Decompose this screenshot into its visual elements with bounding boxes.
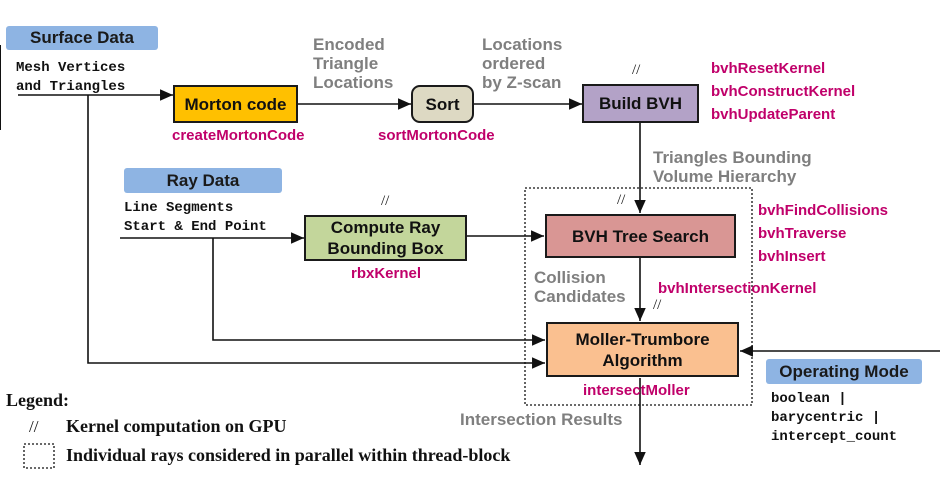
moller-line-2: Algorithm — [602, 350, 683, 370]
moller-trumbore-box: Moller-Trumbore Algorithm — [546, 322, 739, 377]
legend-gpu-text: Kernel computation on GPU — [66, 416, 287, 436]
bvh-tree-search-box: BVH Tree Search — [545, 214, 736, 258]
ray-data-line-1: Line Segments — [124, 200, 234, 216]
kernel-bvh-find-collisions: bvhFindCollisions — [758, 202, 888, 219]
sort-kernel: sortMortonCode — [378, 127, 495, 144]
edge-label-encoded: Encoded Triangle Locations — [313, 35, 393, 92]
edge-label-results: Intersection Results — [460, 410, 623, 429]
encoded-line-1: Encoded — [313, 35, 385, 54]
gpu-marker-bbox: // — [381, 193, 390, 209]
tree-search-kernels: bvhFindCollisions bvhTraverse bvhInsert — [758, 199, 888, 268]
kernel-bvh-update-parent: bvhUpdateParent — [711, 106, 836, 123]
kernel-bvh-reset: bvhResetKernel — [711, 60, 826, 77]
surface-data-tag: Surface Data — [6, 26, 158, 50]
encoded-line-2: Triangle — [313, 54, 379, 73]
build-bvh-box: Build BVH — [582, 84, 699, 123]
edge-label-hierarchy: Triangles Bounding Volume Hierarchy — [653, 148, 812, 186]
ordered-line-2: ordered — [482, 54, 546, 73]
legend-dotted-sample — [23, 443, 55, 469]
ordered-line-1: Locations — [482, 35, 563, 54]
ray-bbox-box: Compute Ray Bounding Box — [304, 215, 467, 261]
ray-data-tag: Ray Data — [124, 168, 282, 193]
kernel-bvh-traverse: bvhTraverse — [758, 225, 847, 242]
ray-bbox-kernel: rbxKernel — [351, 265, 422, 282]
kernel-bvh-insert: bvhInsert — [758, 248, 826, 265]
mode-line-2: barycentric | — [771, 410, 881, 426]
encoded-line-3: Locations — [313, 73, 394, 92]
ray-bbox-line-2: Bounding Box — [327, 239, 444, 258]
sort-box: Sort — [411, 85, 474, 123]
hierarchy-line-1: Triangles Bounding — [653, 148, 812, 167]
mode-line-3: intercept_count — [771, 429, 898, 445]
operating-mode-tag: Operating Mode — [766, 359, 922, 384]
ray-bbox-line-1: Compute Ray — [330, 218, 441, 237]
hierarchy-line-2: Volume Hierarchy — [653, 167, 797, 186]
gpu-marker-build: // — [632, 62, 641, 78]
ordered-line-3: by Z-scan — [482, 73, 562, 92]
surface-data-desc: Mesh Vertices and Triangles — [16, 59, 125, 97]
operating-mode-desc: boolean | barycentric | intercept_count — [771, 390, 897, 447]
candidates-line-2: Candidates — [534, 287, 626, 306]
edge-label-candidates: Collision Candidates — [534, 268, 626, 306]
ray-data-line-2: Start & End Point — [124, 219, 267, 235]
gpu-marker-search: // — [617, 192, 626, 208]
surface-data-line-1: Mesh Vertices — [16, 60, 126, 76]
arrow-surface-to-moller — [87, 95, 545, 369]
edge-label-ordered: Locations ordered by Z-scan — [482, 35, 562, 92]
surface-data-line-2: and Triangles — [16, 79, 126, 95]
legend-gpu-marker: // — [29, 417, 39, 436]
morton-code-box: Morton code — [173, 85, 298, 123]
mode-line-1: boolean | — [771, 391, 847, 407]
candidates-line-1: Collision — [534, 268, 606, 287]
kernel-intersect-moller: intersectMoller — [583, 382, 690, 399]
thread-block-region — [524, 187, 753, 406]
kernel-bvh-construct: bvhConstructKernel — [711, 83, 856, 100]
build-bvh-kernels: bvhResetKernel bvhConstructKernel bvhUpd… — [711, 57, 855, 126]
arrow-ray-to-moller — [212, 238, 545, 346]
moller-line-1: Moller-Trumbore — [575, 329, 710, 349]
legend-title: Legend: — [6, 390, 69, 410]
gpu-marker-moller: // — [653, 297, 662, 313]
legend-block-text: Individual rays considered in parallel w… — [66, 445, 511, 465]
kernel-bvh-intersection: bvhIntersectionKernel — [658, 280, 817, 297]
morton-kernel: createMortonCode — [172, 127, 305, 144]
